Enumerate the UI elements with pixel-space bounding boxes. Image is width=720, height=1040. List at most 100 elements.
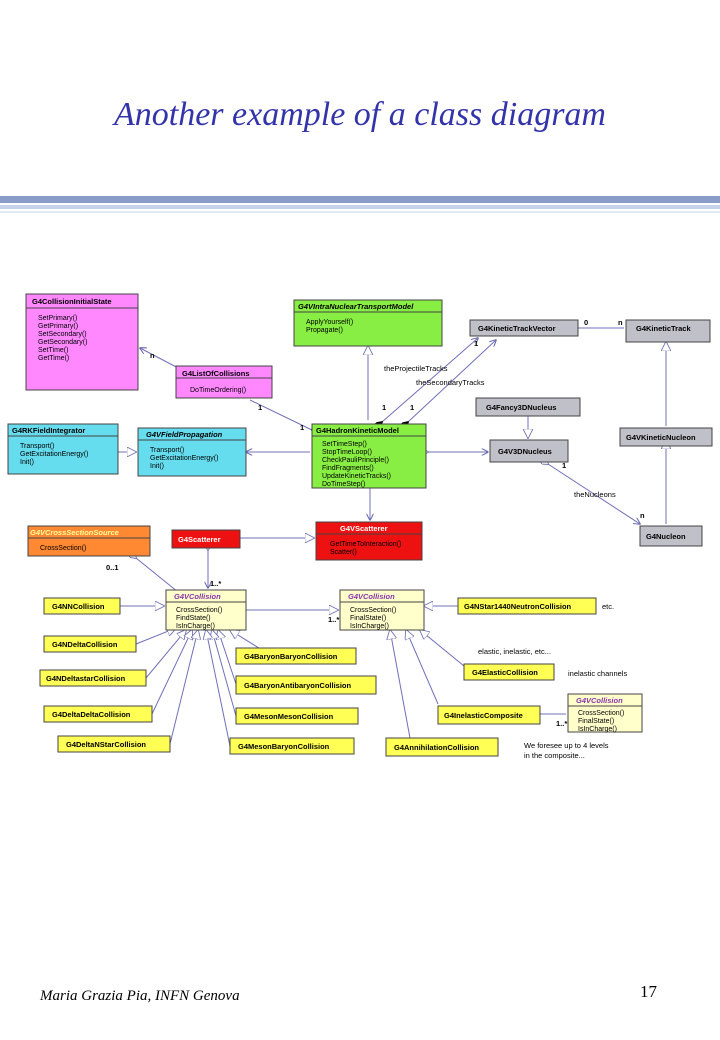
method: SetSecondary()	[38, 331, 87, 338]
connectors	[118, 328, 666, 747]
multiplicity: n	[150, 351, 155, 360]
method: CrossSection()	[350, 607, 396, 614]
method: SetPrimary()	[38, 315, 77, 322]
multiplicity: 1	[562, 461, 566, 470]
class-fancy-3d-nucleus: G4Fancy3DNucleus	[475, 397, 581, 417]
class-name: G4Fancy3DNucleus	[486, 403, 556, 412]
label-inelastic-channels: inelastic channels	[568, 669, 627, 678]
class-name: G4NStar1440NeutronCollision	[464, 602, 572, 611]
class-nucleon: G4Nucleon	[639, 525, 703, 547]
title-underline-bar	[0, 196, 720, 203]
inherit-ndelta	[135, 628, 176, 645]
class-nn-collision: G4NNCollision	[43, 597, 121, 615]
class-list-of-collisions: G4ListOfCollisions DoTimeOrdering()	[175, 365, 273, 399]
method: CrossSection()	[40, 545, 86, 552]
class-annihilation-collision: G4AnnihilationCollision	[385, 737, 499, 757]
class-delta-delta-collision: G4DeltaDeltaCollision	[43, 705, 153, 723]
class-name: G4CollisionInitialState	[32, 297, 112, 306]
class-name: G4VFieldPropagation	[146, 430, 223, 439]
class-name: G4HadronKineticModel	[316, 426, 399, 435]
label-secondary-tracks: theSecondaryTracks	[416, 378, 485, 387]
title-underline-bar-thin	[0, 211, 720, 213]
assoc-loc-cis	[140, 348, 182, 370]
method: StopTimeLoop()	[322, 449, 372, 456]
method: CrossSection()	[578, 710, 624, 717]
class-elastic-collision: G4ElasticCollision	[463, 663, 555, 681]
class-name: G4VCollision	[174, 592, 221, 601]
multiplicity: 1..*	[210, 579, 221, 588]
class-name: G4BaryonBaryonCollision	[244, 652, 338, 661]
class-name: G4NDeltaCollision	[52, 640, 118, 649]
method: SetTimeStep()	[322, 441, 367, 448]
label-the-nucleons: theNucleons	[574, 490, 616, 499]
inherit-ndeltastar	[145, 630, 186, 679]
inherit-deltanstar	[169, 630, 198, 745]
method: Transport()	[20, 443, 54, 450]
method: FindFragments()	[322, 465, 374, 472]
assoc-v3d-nucleon	[548, 464, 640, 524]
class-name: G4ElasticCollision	[472, 668, 538, 677]
class-name: G4VCollision	[348, 592, 395, 601]
class-name: G4Nucleon	[646, 532, 686, 541]
label-foresee-1: We foresee up to 4 levels	[524, 741, 609, 750]
method: DoTimeOrdering()	[190, 387, 246, 394]
class-name: G4VCollision	[576, 696, 623, 705]
inherit-mb	[206, 630, 231, 747]
class-name: G4BaryonAntibaryonCollision	[244, 681, 352, 690]
inherit-mm	[212, 630, 237, 717]
label-elastic-inelastic: elastic, inelastic, etc...	[478, 647, 551, 656]
multiplicity: 1	[382, 403, 386, 412]
class-kinetic-track: G4KineticTrack	[625, 319, 711, 343]
method: Propagate()	[306, 327, 343, 334]
class-name: G4MesonMesonCollision	[244, 712, 334, 721]
class-name: G4NNCollision	[52, 602, 105, 611]
method: FinalState()	[578, 718, 614, 725]
label-etc: etc.	[602, 602, 614, 611]
inherit-deltadelta	[151, 630, 192, 715]
method: Init()	[150, 463, 164, 470]
class-name: G4RKFieldIntegrator	[12, 426, 85, 435]
class-name: G4KineticTrackVector	[478, 324, 556, 333]
class-name: G4AnnihilationCollision	[394, 743, 479, 752]
class-name: G4Scatterer	[178, 535, 221, 544]
class-v-collision-1: G4VCollision CrossSection() FindState() …	[165, 589, 247, 631]
method: Transport()	[150, 447, 184, 454]
method: CheckPauliPrinciple()	[322, 457, 389, 464]
multiplicity: 1	[258, 403, 262, 412]
class-v3d-nucleus: G4V3DNucleus	[489, 439, 569, 463]
inherit-bab	[218, 630, 237, 685]
method: IsInCharge()	[176, 623, 215, 630]
label-projectile-tracks: theProjectileTracks	[384, 364, 448, 373]
method: DoTimeStep()	[322, 481, 365, 488]
class-name: G4InelasticComposite	[444, 711, 523, 720]
class-nstar-neutron-collision: G4NStar1440NeutronCollision	[457, 597, 597, 615]
class-name: G4V3DNucleus	[498, 447, 552, 456]
class-v-kinetic-nucleon: G4VKineticNucleon	[619, 427, 713, 447]
multiplicity: 0	[584, 318, 588, 327]
multiplicity: 1..*	[556, 719, 567, 728]
class-v-collision-3: G4VCollision CrossSection() FinalState()…	[567, 693, 643, 733]
class-name: G4VCrossSectionSource	[30, 528, 119, 537]
class-v-collision-2: G4VCollision CrossSection() FinalState()…	[339, 589, 425, 631]
method: Scatter()	[330, 549, 357, 556]
inherit-annih	[390, 630, 411, 739]
method: GetTimeToInteraction()	[330, 541, 401, 548]
multiplicity: 1	[300, 423, 304, 432]
method: GetTime()	[38, 355, 69, 362]
method: GetExcitationEnergy()	[150, 455, 218, 462]
class-scatterer: G4Scatterer	[171, 529, 241, 549]
method: GetSecondary()	[38, 339, 87, 346]
method: FinalState()	[350, 615, 386, 622]
slide-title: Another example of a class diagram	[114, 96, 606, 133]
multiplicity: n	[618, 318, 623, 327]
class-meson-baryon-collision: G4MesonBaryonCollision	[229, 737, 355, 755]
method: IsInCharge()	[578, 726, 617, 733]
method: FindState()	[176, 615, 211, 622]
assoc-hk-ktv-b	[408, 340, 496, 422]
method: GetPrimary()	[38, 323, 78, 330]
class-diagram: G4CollisionInitialState SetPrimary() Get…	[7, 293, 713, 760]
method: SetTime()	[38, 347, 68, 354]
label-foresee-2: in the composite...	[524, 751, 585, 760]
class-name: G4NDeltastarCollision	[46, 674, 126, 683]
title-underline-bar-light	[0, 205, 720, 209]
